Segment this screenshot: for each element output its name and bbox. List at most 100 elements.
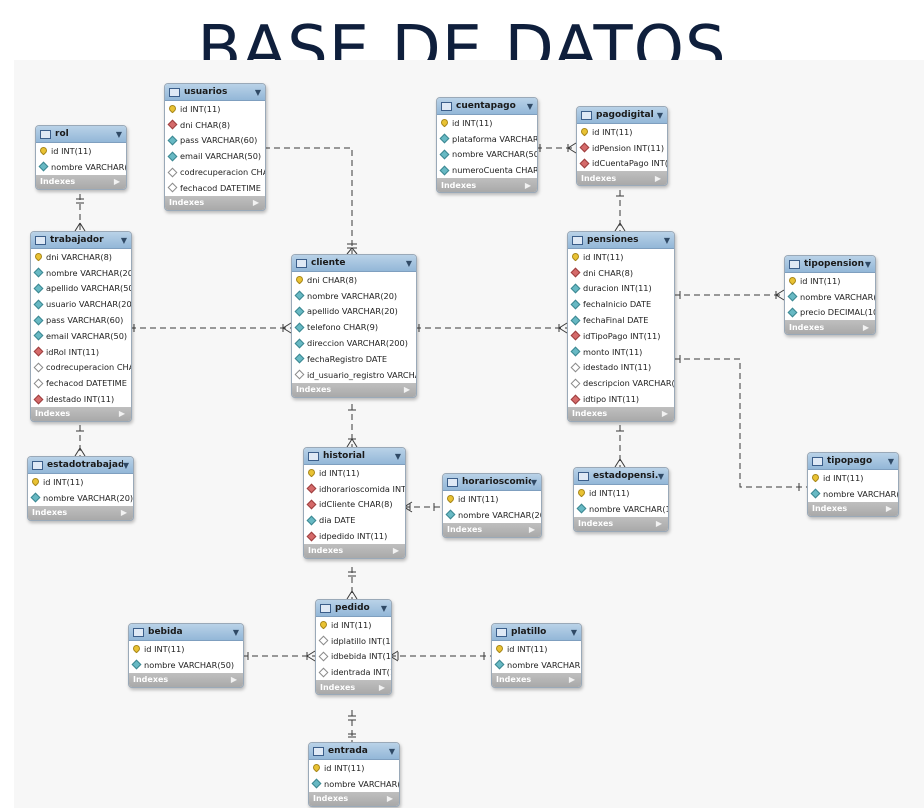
table-pedido[interactable]: pedido▼id INT(11)idplatillo INT(11)idbeb…: [315, 599, 392, 696]
column-row[interactable]: nombre VARCHAR(7...: [492, 657, 581, 673]
table-header[interactable]: pagodigital▼: [577, 107, 667, 124]
column-row[interactable]: nombre VARCHAR(50): [129, 657, 243, 673]
indexes-bar[interactable]: Indexes▶: [31, 406, 131, 421]
expand-arrow-icon[interactable]: ▶: [655, 519, 662, 529]
column-row[interactable]: id INT(11): [785, 273, 875, 289]
table-header[interactable]: tipopago▼: [808, 453, 898, 470]
table-platillo[interactable]: platillo▼id INT(11)nombre VARCHAR(7...In…: [491, 623, 582, 688]
column-row[interactable]: dni CHAR(8): [568, 265, 674, 281]
collapse-arrow-icon[interactable]: ▼: [405, 258, 412, 268]
collapse-arrow-icon[interactable]: ▼: [657, 471, 664, 481]
indexes-bar[interactable]: Indexes▶: [316, 680, 391, 695]
column-row[interactable]: nombre VARCHAR(20): [443, 507, 541, 523]
collapse-arrow-icon[interactable]: ▼: [122, 460, 129, 470]
column-row[interactable]: fechacod DATETIME: [165, 180, 265, 196]
table-horarioscomida[interactable]: horarioscomida▼id INT(11)nombre VARCHAR(…: [442, 473, 542, 538]
column-row[interactable]: id INT(11): [568, 249, 674, 265]
column-row[interactable]: nombre VARCHAR(15): [574, 501, 668, 517]
column-row[interactable]: id INT(11): [577, 124, 667, 140]
table-cliente[interactable]: cliente▼dni CHAR(8)nombre VARCHAR(20)ape…: [291, 254, 417, 398]
table-estadotrabajador[interactable]: estadotrabajad...▼id INT(11)nombre VARCH…: [27, 456, 134, 521]
table-header[interactable]: tipopension▼: [785, 256, 875, 273]
column-row[interactable]: codrecuperacion CHAR(...: [31, 360, 131, 376]
table-header[interactable]: pedido▼: [316, 600, 391, 617]
collapse-arrow-icon[interactable]: ▼: [570, 627, 577, 637]
indexes-bar[interactable]: Indexes▶: [165, 195, 265, 210]
column-row[interactable]: id INT(11): [316, 617, 391, 633]
column-row[interactable]: id INT(11): [129, 641, 243, 657]
expand-arrow-icon[interactable]: ▶: [120, 508, 127, 518]
table-cuentapago[interactable]: cuentapago▼id INT(11)plataforma VARCHAR(…: [436, 97, 538, 194]
column-row[interactable]: id INT(11): [28, 474, 133, 490]
column-row[interactable]: idPension INT(11): [577, 140, 667, 156]
column-row[interactable]: codrecuperacion CHAR(...: [165, 164, 265, 180]
column-row[interactable]: fechaFinal DATE: [568, 312, 674, 328]
indexes-bar[interactable]: Indexes▶: [443, 522, 541, 537]
indexes-bar[interactable]: Indexes▶: [309, 791, 399, 806]
column-row[interactable]: precio DECIMAL(10,2): [785, 305, 875, 321]
column-row[interactable]: id INT(11): [443, 491, 541, 507]
column-row[interactable]: id INT(11): [304, 465, 405, 481]
column-row[interactable]: nombre VARCHAR(20): [28, 490, 133, 506]
indexes-bar[interactable]: Indexes▶: [129, 672, 243, 687]
indexes-bar[interactable]: Indexes▶: [437, 178, 537, 193]
expand-arrow-icon[interactable]: ▶: [378, 682, 385, 692]
column-row[interactable]: usuario VARCHAR(20): [31, 296, 131, 312]
column-row[interactable]: descripcion VARCHAR(30...: [568, 375, 674, 391]
table-entrada[interactable]: entrada▼id INT(11)nombre VARCHAR(5...Ind…: [308, 742, 400, 807]
indexes-bar[interactable]: Indexes▶: [785, 320, 875, 335]
collapse-arrow-icon[interactable]: ▼: [656, 110, 663, 120]
column-row[interactable]: fechaInicio DATE: [568, 296, 674, 312]
expand-arrow-icon[interactable]: ▶: [528, 525, 535, 535]
column-row[interactable]: nombre VARCHAR(20): [31, 265, 131, 281]
column-row[interactable]: id INT(11): [437, 115, 537, 131]
collapse-arrow-icon[interactable]: ▼: [388, 746, 395, 756]
table-historial[interactable]: historial▼id INT(11)idhorarioscomida INT…: [303, 447, 406, 559]
column-row[interactable]: idTipoPago INT(11): [568, 328, 674, 344]
table-header[interactable]: estadopensi...▼: [574, 468, 668, 485]
column-row[interactable]: idestado INT(11): [31, 391, 131, 407]
column-row[interactable]: direccion VARCHAR(200): [292, 335, 416, 351]
expand-arrow-icon[interactable]: ▶: [386, 794, 393, 804]
indexes-bar[interactable]: Indexes▶: [304, 543, 405, 558]
column-row[interactable]: pass VARCHAR(60): [165, 133, 265, 149]
column-row[interactable]: email VARCHAR(50): [165, 148, 265, 164]
collapse-arrow-icon[interactable]: ▼: [380, 603, 387, 613]
column-row[interactable]: fechacod DATETIME: [31, 375, 131, 391]
collapse-arrow-icon[interactable]: ▼: [887, 456, 894, 466]
column-row[interactable]: pass VARCHAR(60): [31, 312, 131, 328]
column-row[interactable]: dni VARCHAR(8): [31, 249, 131, 265]
column-row[interactable]: id INT(11): [36, 143, 126, 159]
indexes-bar[interactable]: Indexes▶: [28, 505, 133, 520]
column-row[interactable]: idCliente CHAR(8): [304, 497, 405, 513]
table-header[interactable]: horarioscomida▼: [443, 474, 541, 491]
indexes-bar[interactable]: Indexes▶: [292, 382, 416, 397]
column-row[interactable]: nombre VARCHAR(50): [437, 147, 537, 163]
column-row[interactable]: fechaRegistro DATE: [292, 351, 416, 367]
column-row[interactable]: nombre VARCHAR(20): [292, 288, 416, 304]
table-rol[interactable]: rol▼id INT(11)nombre VARCHAR(3...Indexes…: [35, 125, 127, 190]
expand-arrow-icon[interactable]: ▶: [230, 675, 237, 685]
column-row[interactable]: nombre VARCHAR(3...: [36, 159, 126, 175]
table-bebida[interactable]: bebida▼id INT(11)nombre VARCHAR(50)Index…: [128, 623, 244, 688]
table-header[interactable]: pensiones▼: [568, 232, 674, 249]
column-row[interactable]: idplatillo INT(11): [316, 633, 391, 649]
column-row[interactable]: idbebida INT(11): [316, 649, 391, 665]
indexes-bar[interactable]: Indexes▶: [577, 171, 667, 186]
column-row[interactable]: nombre VARCHAR(5...: [309, 776, 399, 792]
table-header[interactable]: rol▼: [36, 126, 126, 143]
table-header[interactable]: platillo▼: [492, 624, 581, 641]
table-estadopension[interactable]: estadopensi...▼id INT(11)nombre VARCHAR(…: [573, 467, 669, 532]
table-header[interactable]: bebida▼: [129, 624, 243, 641]
collapse-arrow-icon[interactable]: ▼: [254, 87, 261, 97]
collapse-arrow-icon[interactable]: ▼: [864, 259, 871, 269]
expand-arrow-icon[interactable]: ▶: [862, 322, 869, 332]
table-pagodigital[interactable]: pagodigital▼id INT(11)idPension INT(11)i…: [576, 106, 668, 187]
table-header[interactable]: historial▼: [304, 448, 405, 465]
expand-arrow-icon[interactable]: ▶: [568, 675, 575, 685]
expand-arrow-icon[interactable]: ▶: [113, 177, 120, 187]
table-header[interactable]: cliente▼: [292, 255, 416, 272]
collapse-arrow-icon[interactable]: ▼: [232, 627, 239, 637]
column-row[interactable]: dni CHAR(8): [165, 117, 265, 133]
column-row[interactable]: idhorarioscomida INT(11): [304, 481, 405, 497]
